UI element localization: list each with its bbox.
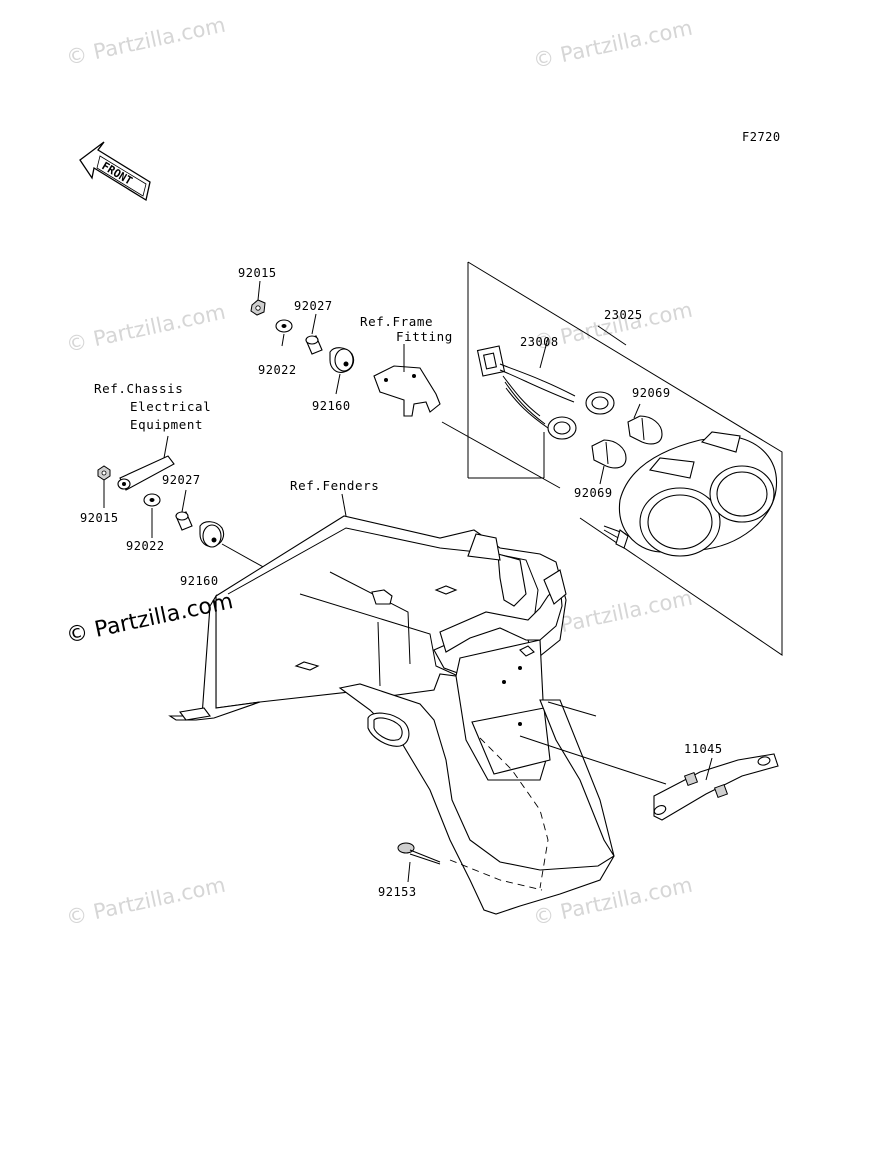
part-number-23025: 23025	[604, 308, 643, 322]
ref-frame-fitting-line1: Ref.Frame	[360, 314, 433, 329]
socket-harness	[476, 337, 615, 440]
watermark: © Partzilla.com	[531, 16, 695, 73]
part-number-92015-upper: 92015	[238, 266, 277, 280]
watermark: © Partzilla.com	[64, 300, 228, 357]
part-number-92027-lower: 92027	[162, 473, 201, 487]
frame-fitting-bracket	[373, 344, 561, 489]
part-number-23008: 23008	[520, 335, 559, 349]
watermark: © Partzilla.com	[64, 873, 228, 930]
part-number-92069-lower: 92069	[574, 486, 613, 500]
upper-hardware	[250, 280, 355, 395]
watermark: © Partzilla.com	[64, 13, 228, 70]
part-number-92069-upper: 92069	[632, 386, 671, 400]
ref-chassis-line2: Electrical	[130, 399, 211, 414]
figure-code: F2720	[742, 130, 781, 144]
part-number-92160-upper: 92160	[312, 399, 351, 413]
part-number-92022-upper: 92022	[258, 363, 297, 377]
part-number-92022-lower: 92022	[126, 539, 165, 553]
part-number-92160-lower: 92160	[180, 574, 219, 588]
bolt-icon	[397, 842, 441, 883]
license-bracket	[653, 753, 779, 821]
part-number-92027-upper: 92027	[294, 299, 333, 313]
ref-chassis-line1: Ref.Chassis	[94, 381, 183, 396]
ref-fenders: Ref.Fenders	[290, 478, 379, 493]
bulb-icon	[591, 403, 663, 485]
front-arrow-icon: FRONT	[79, 141, 151, 202]
part-number-11045: 11045	[684, 742, 723, 756]
tail-lamp-frame	[467, 261, 783, 656]
part-number-92153: 92153	[378, 885, 417, 899]
tail-lamp-housing	[603, 431, 778, 557]
ref-chassis-line3: Equipment	[130, 417, 203, 432]
rear-fender	[168, 515, 667, 915]
part-number-92015-lower: 92015	[80, 511, 119, 525]
ref-frame-fitting-line2: Fitting	[396, 329, 453, 344]
